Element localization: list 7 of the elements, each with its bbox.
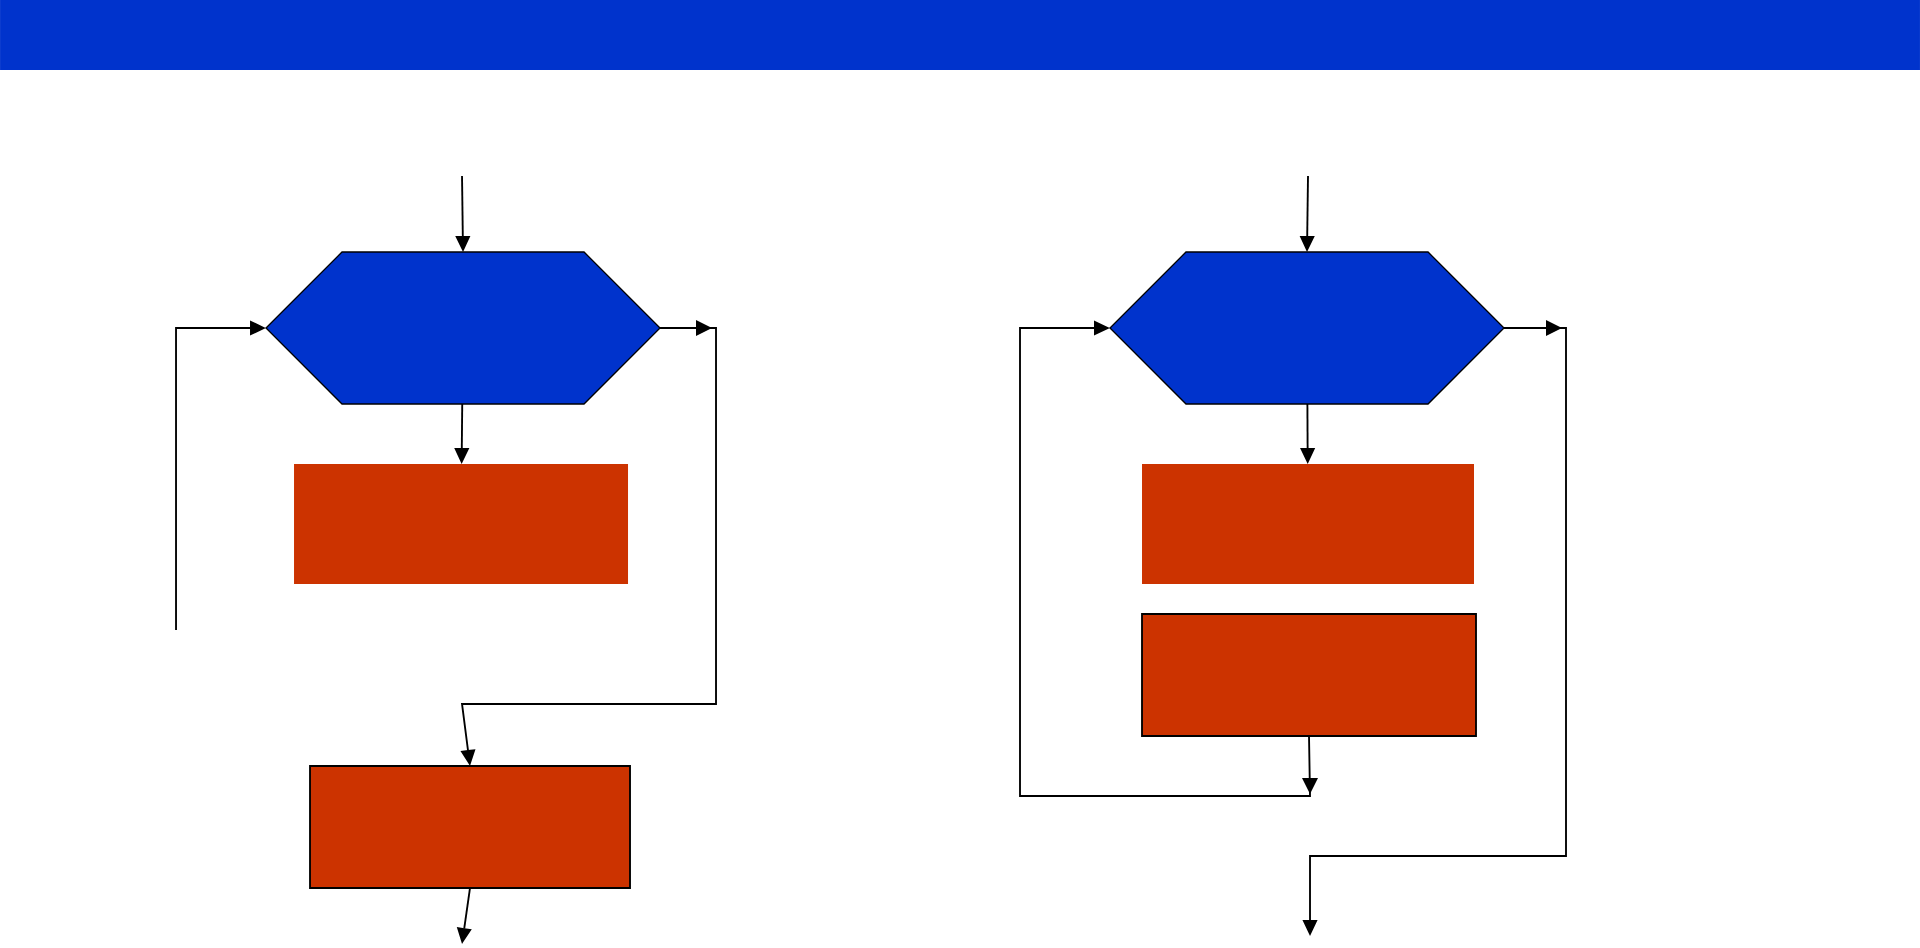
process-box — [309, 765, 631, 889]
arrow — [1019, 320, 1318, 797]
hexagon — [265, 251, 661, 405]
hexagon — [1109, 251, 1505, 405]
process-box — [294, 464, 628, 584]
process-box — [1141, 613, 1477, 737]
process-box — [1142, 464, 1474, 584]
